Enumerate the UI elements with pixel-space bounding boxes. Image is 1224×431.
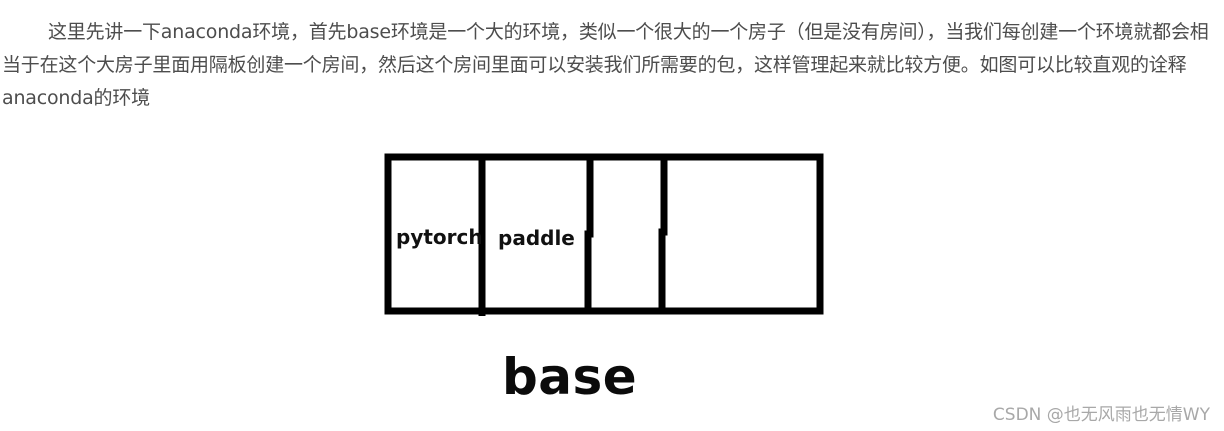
room-label-pytorch: pytorch (396, 225, 483, 249)
csdn-watermark: CSDN @也无风雨也无情WY (992, 405, 1210, 425)
article-paragraph: 这里先讲一下anaconda环境，首先base环境是一个大的环境，类似一个很大的… (2, 21, 1209, 109)
room-label-paddle: paddle (498, 226, 575, 250)
base-house-box (384, 153, 824, 315)
house-outline (384, 153, 824, 316)
partition-wall-3 (658, 154, 668, 311)
partition-wall-2 (584, 158, 594, 311)
anaconda-environment-diagram: pytorch paddle base (384, 152, 824, 412)
base-label: base (502, 348, 638, 406)
